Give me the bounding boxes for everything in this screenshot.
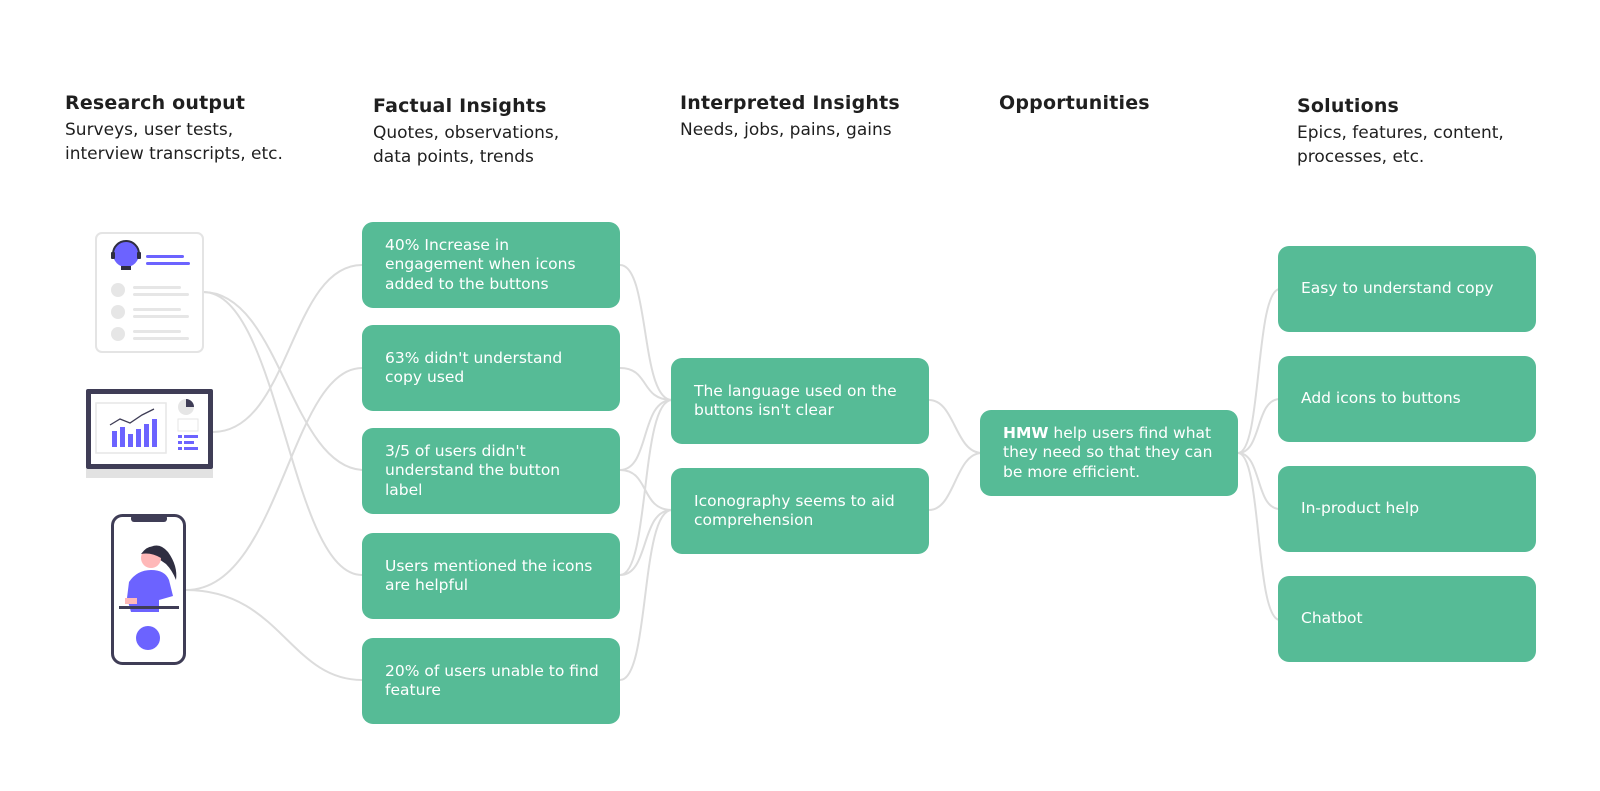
- connector: [619, 264, 673, 401]
- laptop-analytics-icon: [86, 389, 214, 483]
- phone-user-test-icon: [111, 514, 187, 670]
- interpreted-insight-card: The language used on the buttons isn't c…: [671, 358, 929, 444]
- card-text: Add icons to buttons: [1301, 389, 1461, 408]
- column-subtitle: Quotes, observations, data points, trend…: [373, 123, 560, 167]
- column-header-solutions: Solutions Epics, features, content, proc…: [1297, 95, 1504, 169]
- interpreted-insight-card: Iconography seems to aid comprehension: [671, 468, 929, 554]
- connector: [619, 399, 673, 471]
- solution-card: Chatbot: [1278, 576, 1536, 662]
- column-subtitle: Surveys, user tests, interview transcrip…: [65, 120, 283, 164]
- column-subtitle: Epics, features, content, processes, etc…: [1297, 123, 1504, 167]
- connector: [619, 399, 673, 576]
- card-text: Easy to understand copy: [1301, 279, 1494, 298]
- card-text: 3/5 of users didn't understand the butto…: [385, 441, 561, 499]
- survey-document-icon: [95, 232, 205, 358]
- connector: [928, 452, 983, 511]
- column-title: Interpreted Insights: [680, 92, 900, 114]
- connector: [619, 509, 673, 681]
- connector: [619, 367, 673, 401]
- connector: [185, 589, 363, 681]
- hmw-label: HMW: [1003, 423, 1049, 442]
- card-text: HMW help users find what they need so th…: [1003, 424, 1220, 483]
- column-header-research: Research output Surveys, user tests, int…: [65, 92, 283, 166]
- card-text: 20% of users unable to find feature: [385, 661, 599, 700]
- card-text: 63% didn't understand copy used: [385, 348, 563, 387]
- card-text: Chatbot: [1301, 609, 1363, 628]
- solution-card: Add icons to buttons: [1278, 356, 1536, 442]
- factual-insight-card: 20% of users unable to find feature: [362, 638, 620, 724]
- solution-card: Easy to understand copy: [1278, 246, 1536, 332]
- card-text: Users mentioned the icons are helpful: [385, 556, 593, 595]
- connector: [185, 367, 363, 591]
- card-text: The language used on the buttons isn't c…: [694, 381, 897, 420]
- column-header-opportunities: Opportunities: [999, 92, 1150, 114]
- connector: [1237, 398, 1281, 454]
- column-title: Opportunities: [999, 92, 1150, 114]
- factual-insight-card: 63% didn't understand copy used: [362, 325, 620, 411]
- factual-insight-card: Users mentioned the icons are helpful: [362, 533, 620, 619]
- connector: [1237, 452, 1281, 621]
- column-title: Solutions: [1297, 95, 1400, 117]
- factual-insight-card: 40% Increase in engagement when icons ad…: [362, 222, 620, 308]
- opportunity-text: help users find what they need so that t…: [1003, 423, 1213, 481]
- connector: [212, 264, 363, 433]
- card-text: 40% Increase in engagement when icons ad…: [385, 235, 576, 293]
- card-text: In-product help: [1301, 499, 1420, 518]
- opportunity-card: HMW help users find what they need so th…: [980, 410, 1238, 496]
- connector: [619, 509, 673, 576]
- column-header-factual: Factual Insights Quotes, observations, d…: [373, 95, 559, 169]
- column-header-interpreted: Interpreted Insights Needs, jobs, pains,…: [680, 92, 900, 142]
- connector: [928, 399, 983, 454]
- connector: [202, 291, 363, 471]
- column-title: Research output: [65, 92, 246, 114]
- card-text: Iconography seems to aid comprehension: [694, 491, 895, 530]
- connector: [202, 291, 363, 576]
- solution-card: In-product help: [1278, 466, 1536, 552]
- connector: [1237, 452, 1281, 510]
- column-subtitle: Needs, jobs, pains, gains: [680, 120, 892, 140]
- factual-insight-card: 3/5 of users didn't understand the butto…: [362, 428, 620, 514]
- connector: [1237, 288, 1281, 454]
- column-title: Factual Insights: [373, 95, 547, 117]
